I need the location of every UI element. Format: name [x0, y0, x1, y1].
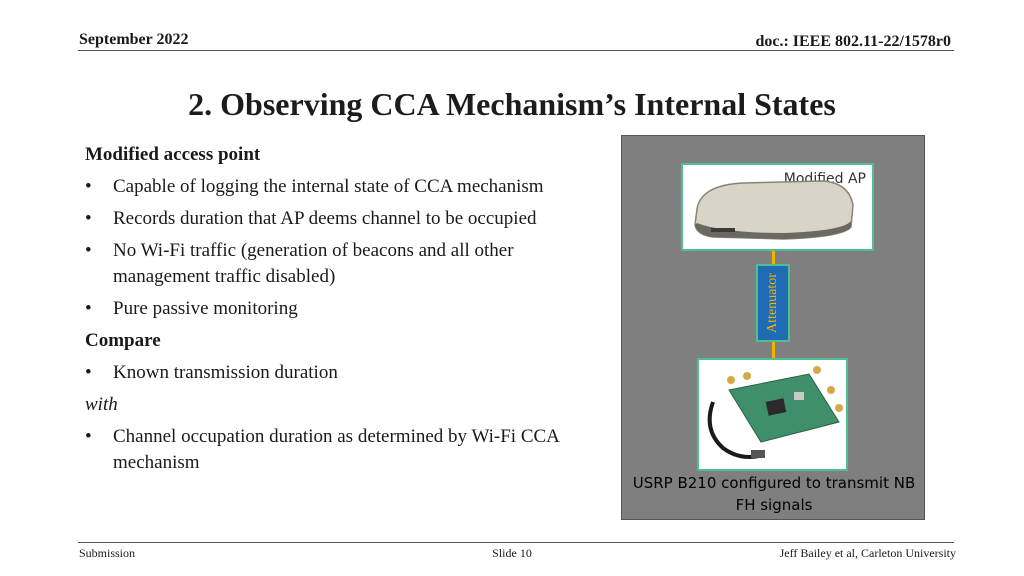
- cable-top: [772, 251, 775, 264]
- bullet-text: Pure passive monitoring: [113, 298, 298, 319]
- router-icon: [694, 180, 854, 240]
- connector-with: with: [85, 394, 118, 415]
- slide-title: 2. Observing CCA Mechanism’s Internal St…: [188, 86, 836, 122]
- usrp-box: [697, 358, 848, 471]
- usrp-caption: USRP B210 configured to transmit NB FH s…: [632, 474, 916, 514]
- bullet-marker: •: [85, 362, 92, 383]
- header-divider: [78, 50, 954, 51]
- bullet-marker: •: [85, 208, 92, 229]
- attenuator: Attenuator: [756, 264, 790, 342]
- heading-compare: Compare: [85, 330, 161, 351]
- bullet-item: • Records duration that AP deems channel …: [85, 206, 560, 232]
- bullet-item: • Capable of logging the internal state o…: [85, 174, 560, 200]
- bullet-text: Channel occupation duration as determine…: [113, 426, 559, 473]
- cable-bottom: [772, 342, 775, 358]
- bullet-item: • Channel occupation duration as determin…: [85, 424, 560, 476]
- bullet-marker: •: [85, 240, 92, 261]
- bullet-text: No Wi-Fi traffic (generation of beacons …: [113, 240, 514, 287]
- heading-modified-ap: Modified access point: [85, 144, 261, 165]
- bullet-item: • Known transmission duration: [85, 360, 560, 386]
- footer-author: Jeff Bailey et al, Carleton University: [779, 546, 956, 560]
- header-doc-id: doc.: IEEE 802.11-22/1578r0: [755, 33, 951, 50]
- usrp-board-icon: [707, 366, 843, 459]
- bullet-text: Known transmission duration: [113, 362, 338, 383]
- bullet-marker: •: [85, 176, 92, 197]
- footer-slide-number: Slide 10: [492, 546, 532, 560]
- bullet-text: Records duration that AP deems channel t…: [113, 208, 537, 229]
- bullet-item: • No Wi-Fi traffic (generation of beacons…: [85, 238, 560, 290]
- slide-content: Modified access point • Capable of loggin…: [85, 142, 560, 482]
- footer-divider: [78, 542, 954, 543]
- bullet-text: Capable of logging the internal state of…: [113, 176, 544, 197]
- bullet-marker: •: [85, 298, 92, 319]
- header-date: September 2022: [79, 31, 189, 48]
- setup-diagram: Modified AP Attenuator USRP B210 configu…: [621, 135, 925, 520]
- bullet-item: • Pure passive monitoring: [85, 296, 560, 322]
- footer-submission: Submission: [79, 546, 136, 560]
- modified-ap-box: Modified AP: [681, 163, 874, 251]
- attenuator-label: Attenuator: [765, 273, 780, 333]
- bullet-marker: •: [85, 426, 92, 447]
